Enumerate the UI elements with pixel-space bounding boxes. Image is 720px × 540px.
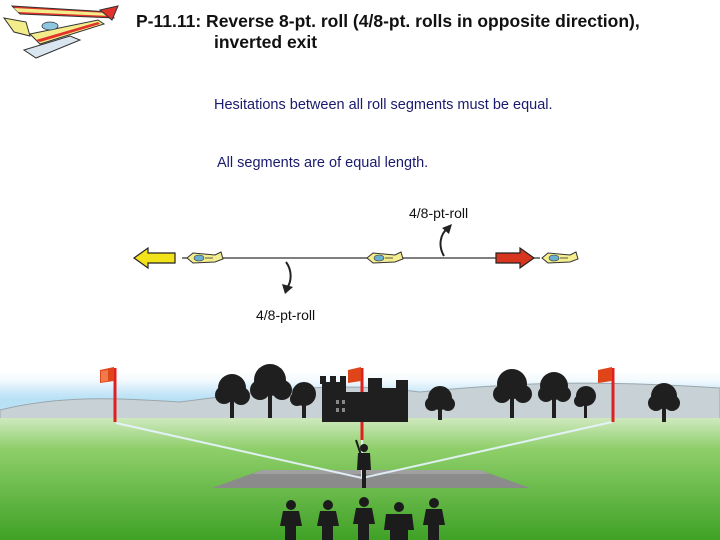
flag-icon: [598, 367, 612, 383]
tree-icon: [215, 374, 250, 418]
castle-icon: [320, 376, 408, 422]
title-line-1: P-11.11: Reverse 8-pt. roll (4/8-pt. rol…: [136, 11, 640, 31]
tree-icon: [538, 372, 571, 418]
judge-icon: [423, 498, 445, 540]
model-plane-icon: [366, 251, 404, 264]
entry-arrow-icon: [495, 246, 536, 270]
model-plane-icon: [541, 251, 579, 264]
tree-icon: [648, 383, 680, 422]
judge-icon: [280, 500, 302, 540]
roll-direction-arrow-icon: [439, 224, 452, 257]
roll-label-lower: 4/8-pt-roll: [256, 307, 316, 323]
tree-icon: [574, 386, 596, 418]
runway: [212, 470, 530, 488]
exit-arrow-icon: [132, 246, 176, 270]
model-plane-icon: [2, 5, 119, 59]
tree-icon: [425, 386, 455, 420]
page-title: P-11.11: Reverse 8-pt. roll (4/8-pt. rol…: [136, 11, 720, 53]
tree-icon: [250, 364, 292, 418]
model-plane-icon: [186, 251, 224, 264]
judge-icon: [317, 500, 339, 540]
judge-icon: [353, 497, 375, 540]
flag-right: [598, 367, 615, 422]
tree-icon: [290, 382, 316, 418]
tree-icon: [493, 369, 532, 418]
title-line-2: inverted exit: [214, 32, 318, 52]
flag-icon: [348, 367, 361, 383]
roll-direction-arrow-icon: [282, 261, 293, 294]
note-hesitations: Hesitations between all roll segments mu…: [214, 97, 553, 113]
flag-left: [100, 367, 117, 422]
judge-icon: [384, 502, 414, 540]
note-segments: All segments are of equal length.: [217, 155, 429, 171]
pilot-icon: [355, 439, 371, 488]
roll-label-upper: 4/8-pt-roll: [409, 205, 469, 221]
